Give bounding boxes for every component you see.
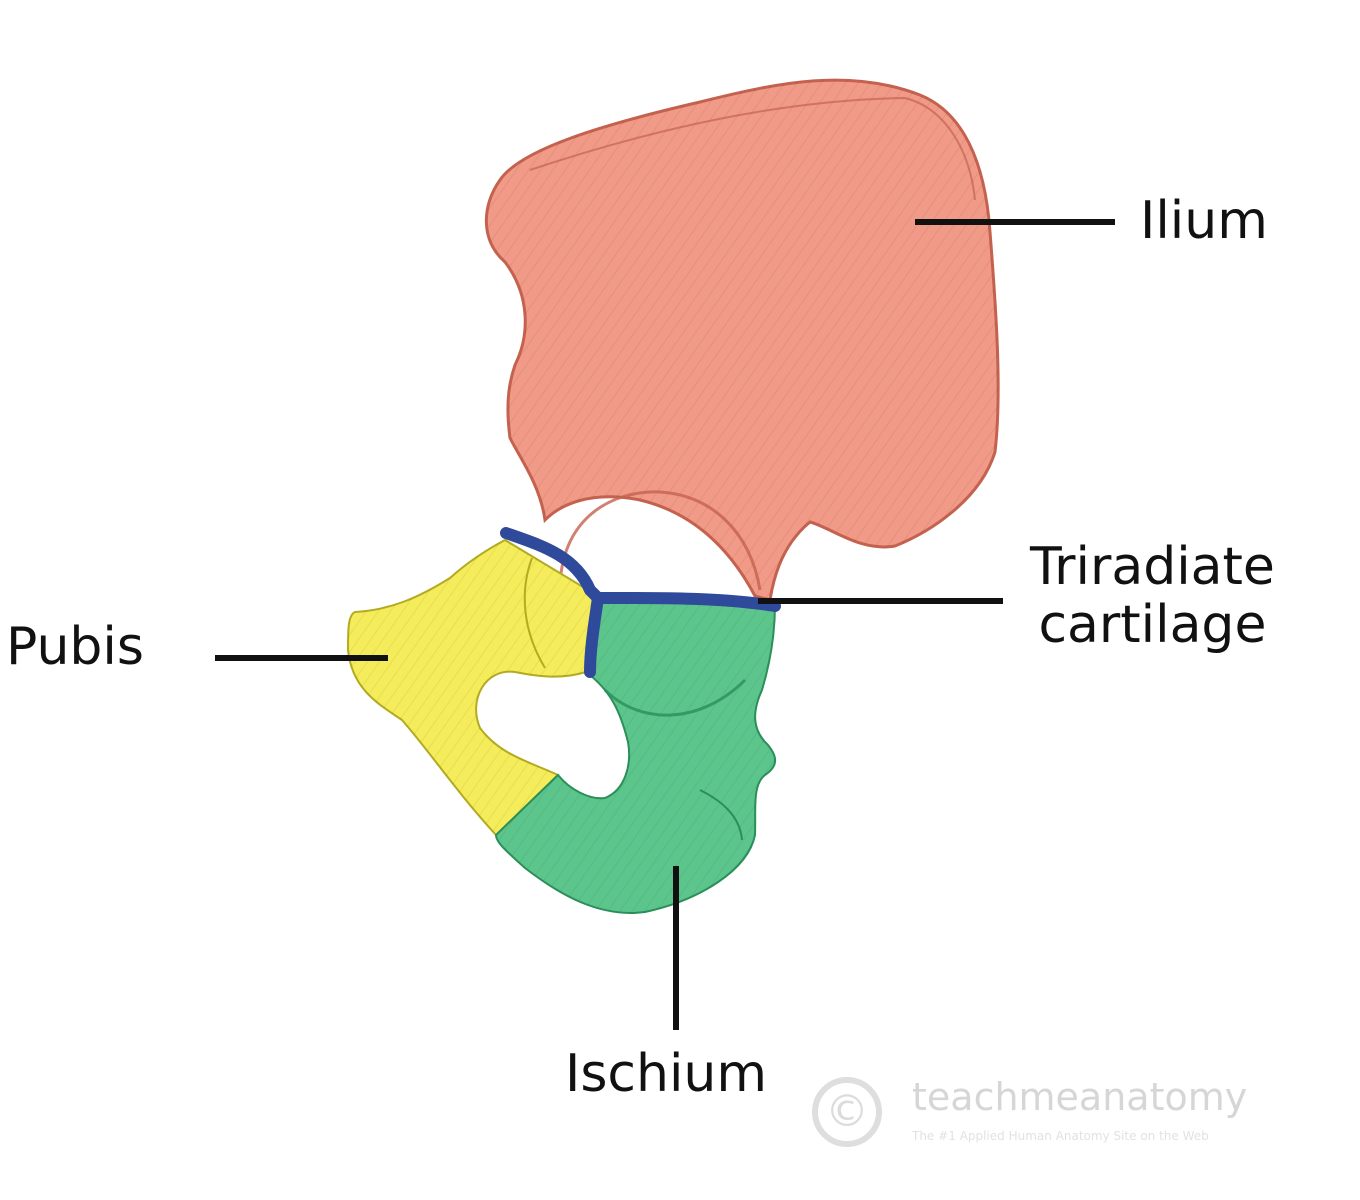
watermark-name: teachmeanatomy xyxy=(912,1075,1248,1119)
label-pubis: Pubis xyxy=(6,617,144,677)
label-triradiate-cartilage: Triradiate cartilage xyxy=(1030,537,1275,656)
watermark: © teachmeanatomy The #1 Applied Human An… xyxy=(812,1075,1352,1165)
iliac-crest-line xyxy=(529,96,976,201)
copyright-icon: © xyxy=(812,1077,882,1147)
pubic-body-line xyxy=(523,557,546,669)
watermark-tagline: The #1 Applied Human Anatomy Site on the… xyxy=(912,1129,1209,1143)
ischial-tuberosity-line xyxy=(699,789,743,841)
acetabulum-rim xyxy=(558,490,762,591)
label-ischium: Ischium xyxy=(565,1044,768,1104)
pubis-region xyxy=(346,538,600,837)
triradiate-cartilage-stem xyxy=(584,592,604,678)
acetabulum-lower-rim xyxy=(603,678,747,717)
label-triradiate-line1: Triradiate xyxy=(1030,537,1275,597)
ischium-region xyxy=(494,594,777,914)
triradiate-cartilage xyxy=(500,527,781,678)
pubis-shading xyxy=(348,540,598,835)
label-triradiate-line2: cartilage xyxy=(1038,595,1267,656)
label-ilium: Ilium xyxy=(1140,191,1268,251)
ischium-shading xyxy=(496,596,776,913)
leader-lines xyxy=(215,219,1115,1030)
ilium-region xyxy=(484,78,1000,602)
ilium-shading xyxy=(486,80,999,601)
